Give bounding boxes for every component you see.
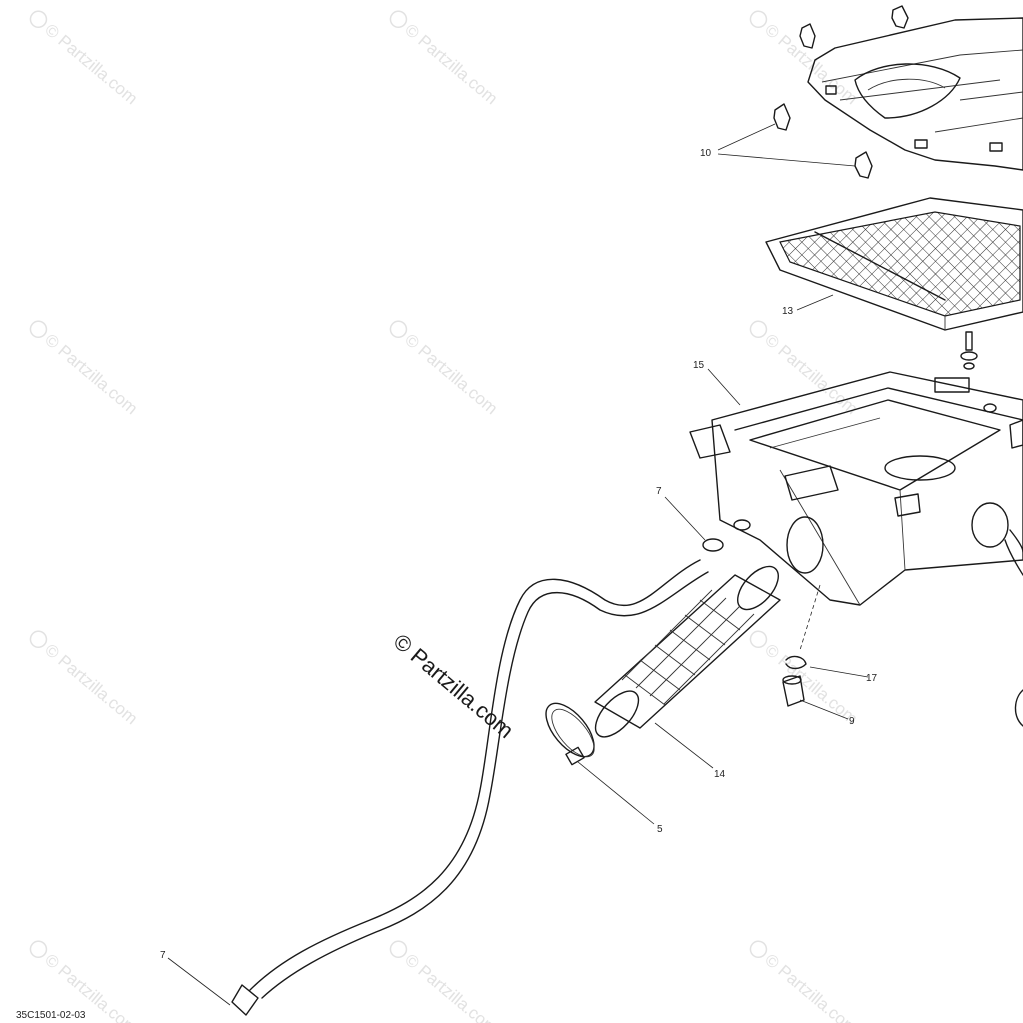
svg-text:© Partzilla.com: © Partzilla.com	[41, 640, 141, 728]
figure-code: 35C1501-02-03	[16, 1010, 86, 1021]
leader-lines	[167, 123, 869, 1006]
svg-text:© Partzilla.com: © Partzilla.com	[401, 330, 501, 418]
svg-text:© Partzilla.com: © Partzilla.com	[401, 950, 501, 1023]
airbox-base	[689, 371, 1023, 606]
callout-9: 9	[849, 716, 855, 727]
hose-clamp	[545, 702, 595, 766]
clip-parts	[773, 5, 909, 179]
callout-14: 14	[714, 769, 726, 780]
watermark: © Partzilla.com	[389, 940, 501, 1023]
callout-5: 5	[657, 824, 663, 835]
svg-text:© Partzilla.com: © Partzilla.com	[389, 629, 519, 743]
watermark: © Partzilla.com	[29, 630, 141, 728]
svg-text:© Partzilla.com: © Partzilla.com	[401, 20, 501, 108]
intake-tube	[594, 565, 781, 738]
callout-17: 17	[866, 673, 878, 684]
drain-parts	[782, 655, 807, 707]
center-watermark: © Partzilla.com	[389, 629, 519, 743]
svg-text:© Partzilla.com: © Partzilla.com	[41, 330, 141, 418]
watermark: © Partzilla.com	[29, 320, 141, 418]
watermark: © Partzilla.com	[389, 10, 501, 108]
breather-hose	[231, 538, 724, 1016]
watermark: © Partzilla.com	[749, 10, 861, 108]
watermark: © Partzilla.com	[749, 630, 861, 728]
watermark: © Partzilla.com	[389, 320, 501, 418]
callout-13: 13	[782, 306, 794, 317]
svg-text:© Partzilla.com: © Partzilla.com	[41, 20, 141, 108]
svg-text:© Partzilla.com: © Partzilla.com	[761, 330, 861, 418]
svg-text:© Partzilla.com: © Partzilla.com	[761, 640, 861, 728]
callout-labels: 10 13 15 7 17 9 14 5 7	[160, 148, 878, 961]
watermark: © Partzilla.com	[29, 10, 141, 108]
callout-10: 10	[700, 148, 712, 159]
svg-text:© Partzilla.com: © Partzilla.com	[761, 20, 861, 108]
callout-7: 7	[160, 950, 166, 961]
svg-text:© Partzilla.com: © Partzilla.com	[761, 950, 861, 1023]
watermark: © Partzilla.com	[749, 320, 861, 418]
air-filter	[765, 197, 1023, 331]
fastener	[960, 331, 978, 370]
callout-7: 7	[656, 486, 662, 497]
callout-15: 15	[693, 360, 705, 371]
airbox-cover	[807, 17, 1023, 171]
watermark: © Partzilla.com	[749, 940, 861, 1023]
edge-part	[1014, 689, 1023, 727]
alignment-line	[799, 584, 821, 651]
